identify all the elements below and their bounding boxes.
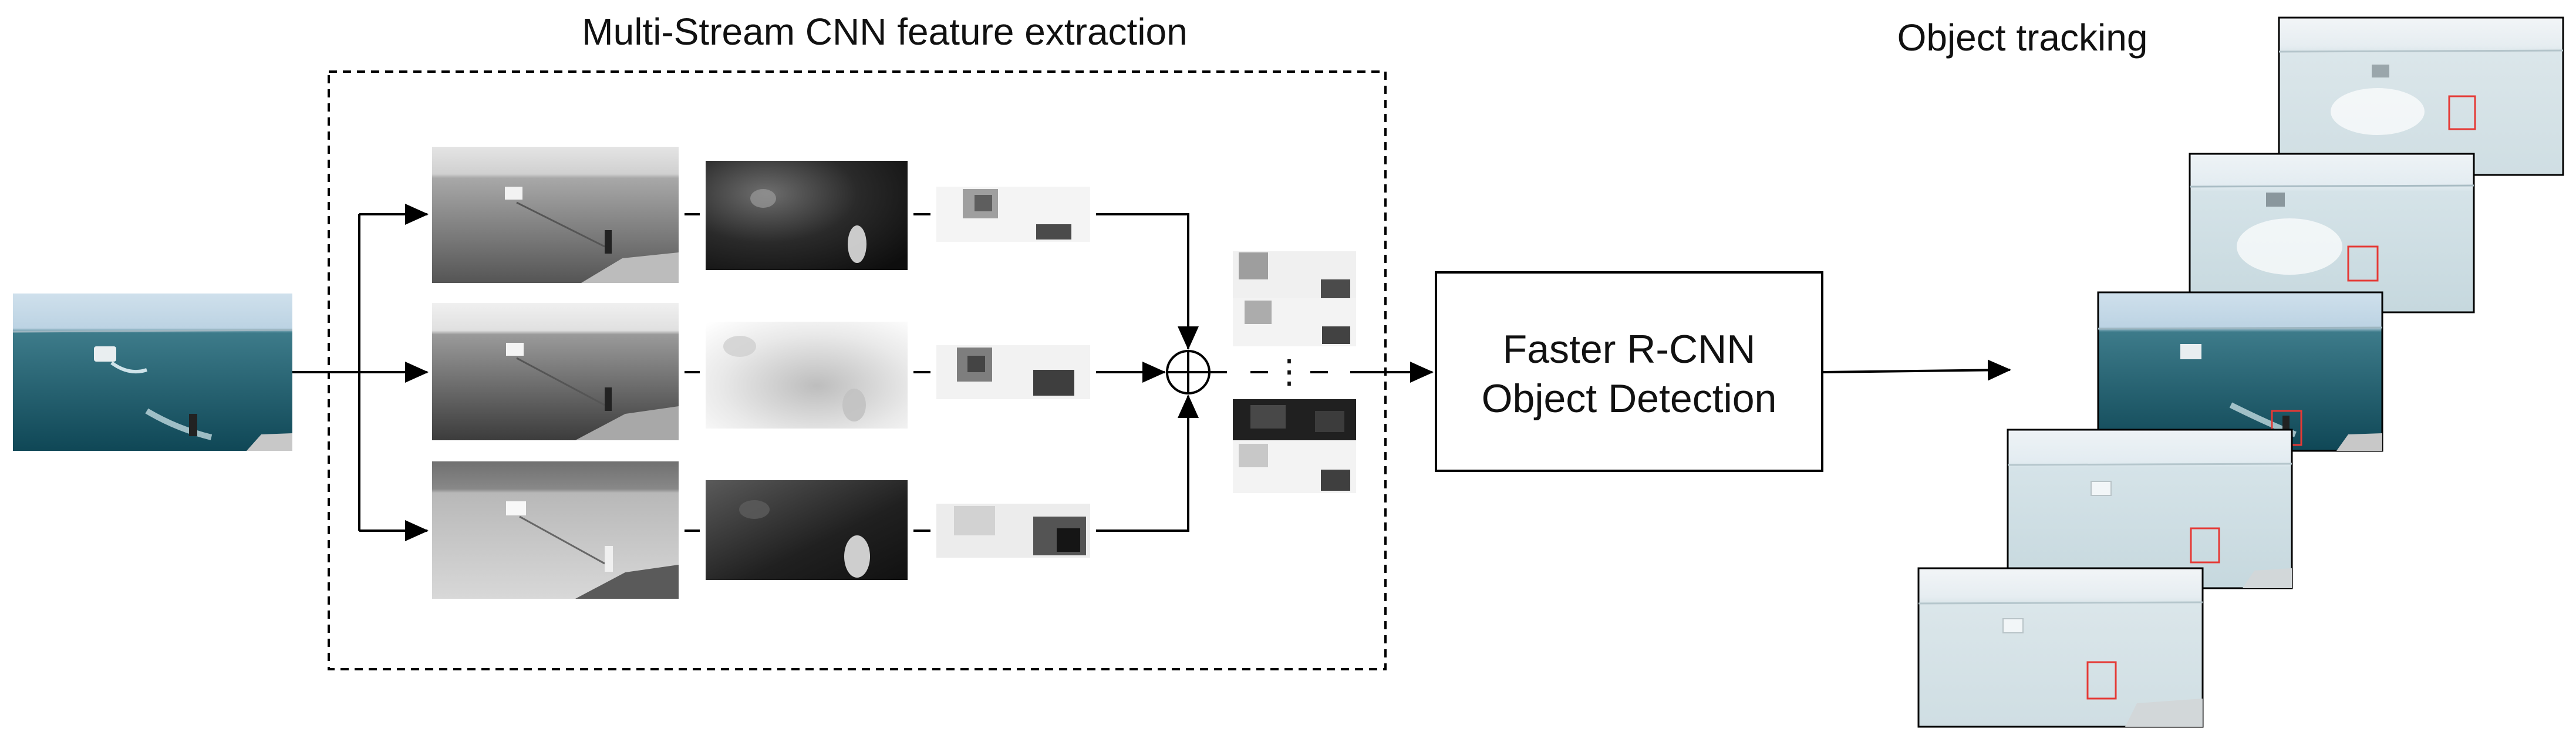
fused-feature-maps bbox=[1233, 251, 1356, 493]
stream-2-feature-map-a bbox=[706, 322, 908, 429]
ellipsis-symbol: ⋮ bbox=[1273, 353, 1306, 390]
stream-1-feature-map-b bbox=[936, 187, 1090, 242]
fusion-arrows bbox=[1096, 213, 1199, 532]
tracking-frame-1 bbox=[2278, 16, 2564, 176]
tracking-frame-5 bbox=[1917, 567, 2204, 728]
stream-3-feature-map-a bbox=[706, 480, 908, 580]
stream-3-gray-frame bbox=[432, 461, 679, 599]
object-tracking-title: Object tracking bbox=[1897, 16, 2148, 59]
feature-fusion-node bbox=[1166, 350, 1211, 394]
tracking-frame-2 bbox=[2189, 153, 2475, 313]
tracking-frame-4 bbox=[2007, 429, 2293, 589]
split-arrows bbox=[292, 204, 429, 541]
stream-connectors bbox=[685, 213, 930, 532]
tracking-frame-3 bbox=[2097, 291, 2383, 452]
stream-2-gray-frame bbox=[432, 303, 679, 440]
stream-3-feature-map-b bbox=[936, 504, 1090, 558]
stream-1-gray-frame bbox=[432, 147, 679, 283]
detector-label-line1: Faster R-CNN bbox=[1503, 327, 1756, 372]
detector-to-tracking-arrow bbox=[1822, 359, 2011, 381]
feature-extraction-box bbox=[328, 70, 1387, 670]
detector-label-line2: Object Detection bbox=[1482, 376, 1777, 421]
stream-2-feature-map-b bbox=[936, 345, 1090, 399]
stream-1-feature-map-a bbox=[706, 161, 908, 270]
faster-rcnn-box bbox=[1435, 271, 1823, 472]
input-frame bbox=[12, 294, 293, 451]
feature-extraction-title: Multi-Stream CNN feature extraction bbox=[582, 11, 1187, 53]
